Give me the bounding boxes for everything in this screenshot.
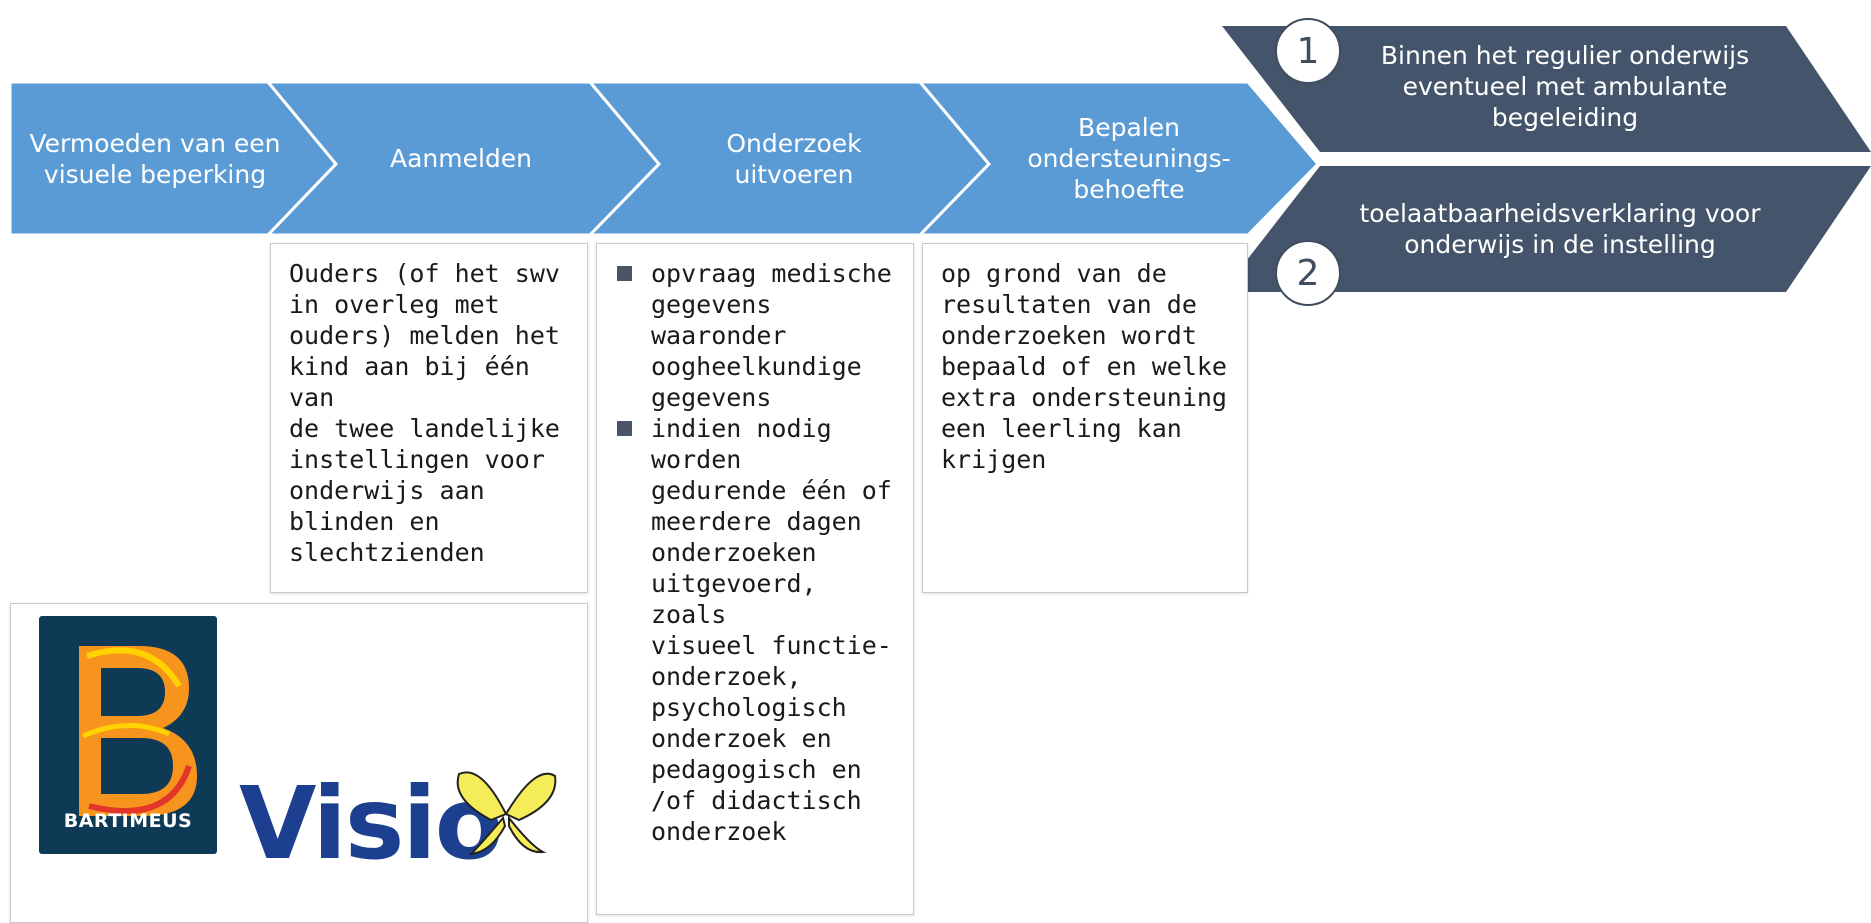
logos-panel: BARTIMEUS Visio — [10, 603, 588, 923]
step-label-vermoeden: Vermoeden van een visuele beperking — [29, 128, 281, 189]
outcome-arrow-1 — [1222, 26, 1871, 152]
bartimeus-b-icon — [79, 646, 197, 816]
description-aanmelden-text: Ouders (of het swv in overleg met ouders… — [289, 259, 560, 567]
outcome-label-2: toelaatbaarheidsverklaring voor onderwij… — [1359, 199, 1761, 259]
step-label-bepalen: Bepalen ondersteunings- behoefte — [1027, 113, 1231, 204]
outcome-arrow-2 — [1222, 166, 1871, 292]
step-chevron-bepalen — [916, 80, 1321, 237]
description-aanmelden: Ouders (of het swv in overleg met ouders… — [270, 243, 588, 593]
description-bepalen: op grond van de resultaten van de onderz… — [922, 243, 1248, 593]
description-onderzoek-list: opvraag medische gegevens waaronder oogh… — [615, 258, 899, 847]
step-label-onderzoek: Onderzoek uitvoeren — [726, 128, 862, 189]
bartimeus-wordmark: BARTIMEUS — [63, 810, 193, 832]
outcome-number-1: 1 — [1275, 18, 1341, 84]
butterfly-icon — [456, 771, 557, 856]
outcome-label-1: Binnen het regulier onderwijs eventueel … — [1380, 41, 1750, 132]
list-item: indien nodig worden gedurende één of mee… — [615, 413, 899, 847]
step-label-aanmelden: Aanmelden — [389, 144, 533, 173]
description-bepalen-text: op grond van de resultaten van de onderz… — [941, 259, 1227, 474]
bartimeus-logo: BARTIMEUS — [39, 616, 217, 854]
description-onderzoek: opvraag medische gegevens waaronder oogh… — [596, 243, 914, 915]
list-item: opvraag medische gegevens waaronder oogh… — [615, 258, 899, 413]
outcome-number-2: 2 — [1275, 240, 1341, 306]
